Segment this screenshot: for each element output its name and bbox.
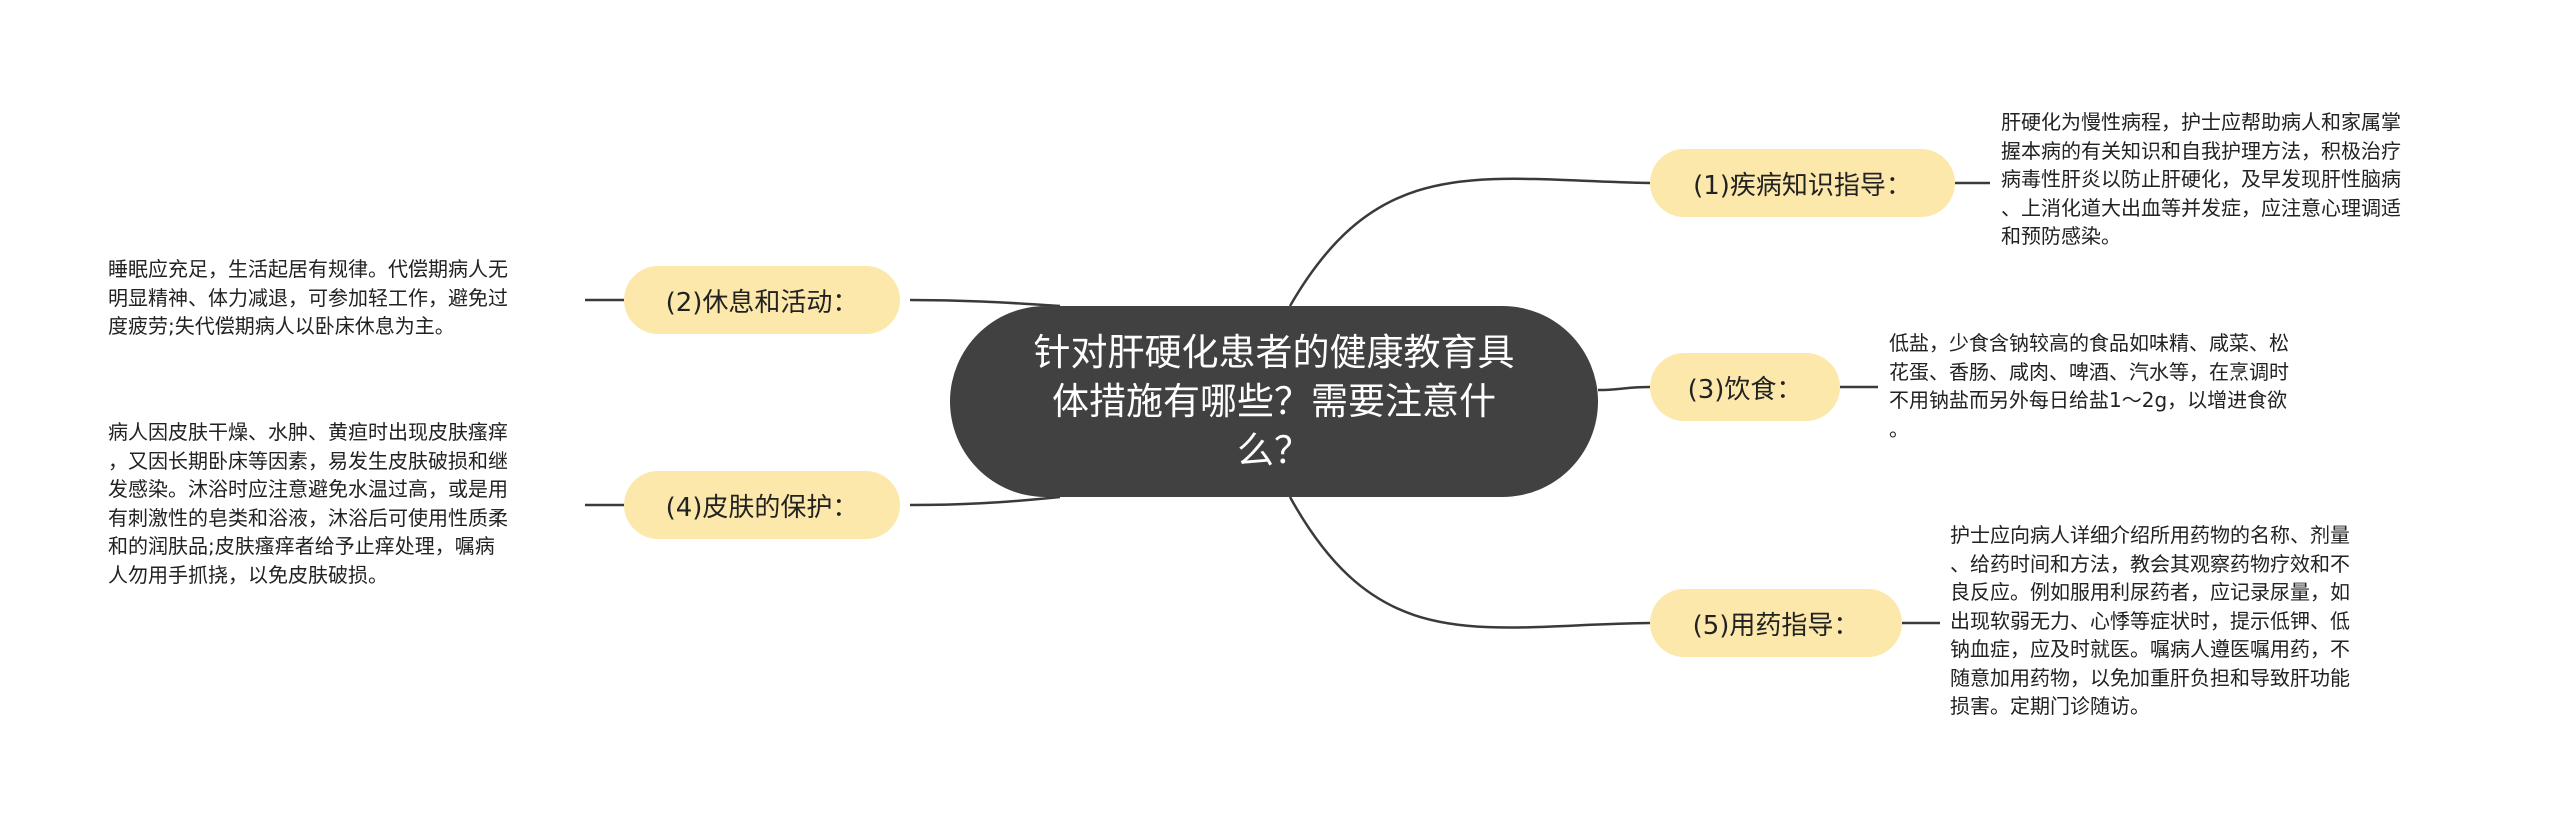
note-line: 病毒性肝炎以防止肝硬化，及早发现肝性脑病 <box>2001 167 2401 191</box>
note-line: 度疲劳;失代偿期病人以卧床休息为主。 <box>108 314 455 338</box>
branch-rest-activity[interactable]: (2)休息和活动： <box>624 266 900 334</box>
branch-skin-protection[interactable]: (4)皮肤的保护： <box>624 471 900 539</box>
note-line: 低盐，少食含钠较高的食品如味精、咸菜、松 <box>1889 331 2289 355</box>
leaf-note-medication: 护士应向病人详细介绍所用药物的名称、剂量 、给药时间和方法，教会其观察药物疗效和… <box>1950 521 2350 721</box>
note-line: 、给药时间和方法，教会其观察药物疗效和不 <box>1950 551 2350 576</box>
note-line: 不用钠盐而另外每日给盐1～2g，以增进食欲 <box>1889 388 2288 412</box>
note-line: 、上消化道大出血等并发症，应注意心理调适 <box>2001 195 2401 220</box>
note-line: 发感染。沐浴时应注意避免水温过高，或是用 <box>108 477 508 501</box>
note-line: 睡眠应充足，生活起居有规律。代偿期病人无 <box>108 257 508 281</box>
note-line: ，又因长期卧床等因素，易发生皮肤破损和继 <box>108 448 508 473</box>
note-line: 明显精神、体力减退，可参加轻工作，避免过 <box>108 285 508 310</box>
note-line: 良反应。例如服用利尿药者，应记录尿量，如 <box>1950 580 2350 604</box>
note-line: 护士应向病人详细介绍所用药物的名称、剂量 <box>1950 523 2350 547</box>
connector-center-b3 <box>1597 385 1651 392</box>
note-line: 肝硬化为慢性病程，护士应帮助病人和家属掌 <box>2001 110 2401 134</box>
leaf-note-rest-activity: 睡眠应充足，生活起居有规律。代偿期病人无 明显精神、体力减退，可参加轻工作，避免… <box>108 255 508 341</box>
branch-disease-knowledge[interactable]: (1)疾病知识指导： <box>1650 149 1955 217</box>
note-line: 随意加用药物，以免加重肝负担和导致肝功能 <box>1950 665 2350 690</box>
note-line: 和的润肤品;皮肤瘙痒者给予止痒处理，嘱病 <box>108 534 495 558</box>
note-line: 病人因皮肤干燥、水肿、黄疸时出现皮肤瘙痒 <box>108 420 508 444</box>
note-line: 出现软弱无力、心悸等症状时，提示低钾、低 <box>1950 608 2350 633</box>
central-topic[interactable]: 针对肝硬化患者的健康教育具体措施有哪些？需要注意什么？ <box>950 306 1598 497</box>
connector-center-b1 <box>1288 177 1651 307</box>
note-line: 有刺激性的皂类和浴液，沐浴后可使用性质柔 <box>108 505 508 530</box>
connector-center-b2 <box>909 298 1061 308</box>
note-line: 人勿用手抓挠，以免皮肤破损。 <box>108 562 388 587</box>
note-line: 握本病的有关知识和自我护理方法，积极治疗 <box>2001 138 2401 163</box>
connector-center-b5 <box>1288 496 1651 629</box>
branch-medication[interactable]: (5)用药指导： <box>1650 589 1902 657</box>
leaf-note-skin-protection: 病人因皮肤干燥、水肿、黄疸时出现皮肤瘙痒 ，又因长期卧床等因素，易发生皮肤破损和… <box>108 418 508 589</box>
note-line: 和预防感染。 <box>2001 224 2121 248</box>
note-line: 花蛋、香肠、咸肉、啤酒、汽水等，在烹调时 <box>1889 359 2289 384</box>
note-line: 损害。定期门诊随访。 <box>1950 694 2150 718</box>
leaf-note-diet: 低盐，少食含钠较高的食品如味精、咸菜、松 花蛋、香肠、咸肉、啤酒、汽水等，在烹调… <box>1889 329 2289 443</box>
leaf-note-disease-knowledge: 肝硬化为慢性病程，护士应帮助病人和家属掌 握本病的有关知识和自我护理方法，积极治… <box>2001 108 2401 251</box>
note-line: 。 <box>1889 416 1909 441</box>
branch-diet[interactable]: (3)饮食： <box>1650 353 1840 421</box>
note-line: 钠血症，应及时就医。嘱病人遵医嘱用药，不 <box>1950 637 2350 661</box>
connector-center-b4 <box>909 495 1061 507</box>
